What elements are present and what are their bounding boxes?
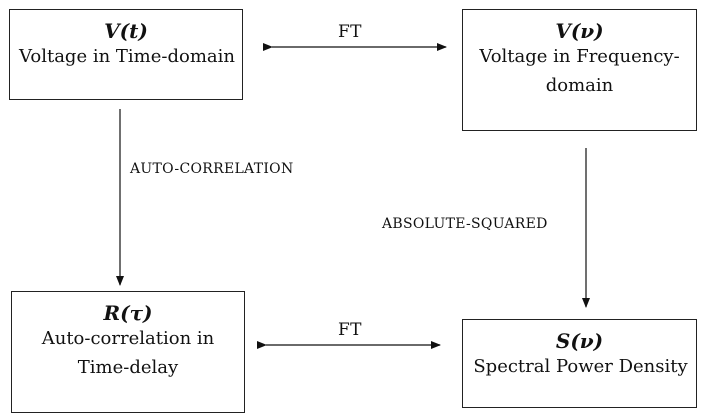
freq-voltage-symbol: V(ν) [555,19,604,43]
time-voltage-description: Voltage in Time-domain [19,46,235,67]
spectral-density-description: Spectral Power Density [473,356,688,377]
time-voltage-symbol: V(t) [104,19,148,43]
autocorrelation-description: Auto-correlation in Time-delay [41,328,215,378]
autocorrelation-symbol: R(τ) [103,301,153,325]
autocorrelation-box: R(τ) Auto-correlation in Time-delay [11,291,245,413]
freq-voltage-description: Voltage in Frequency-domain [479,46,680,96]
spectral-density-box: S(ν) Spectral Power Density [462,319,697,408]
bottom-ft-label: FT [338,320,362,340]
top-ft-label: FT [338,22,362,42]
time-voltage-box: V(t) Voltage in Time-domain [9,9,243,100]
absolute-squared-label: ABSOLUTE-SQUARED [382,216,548,232]
freq-voltage-box: V(ν) Voltage in Frequency-domain [462,9,697,131]
autocorrelation-label: AUTO-CORRELATION [130,161,294,177]
spectral-density-symbol: S(ν) [555,329,604,353]
